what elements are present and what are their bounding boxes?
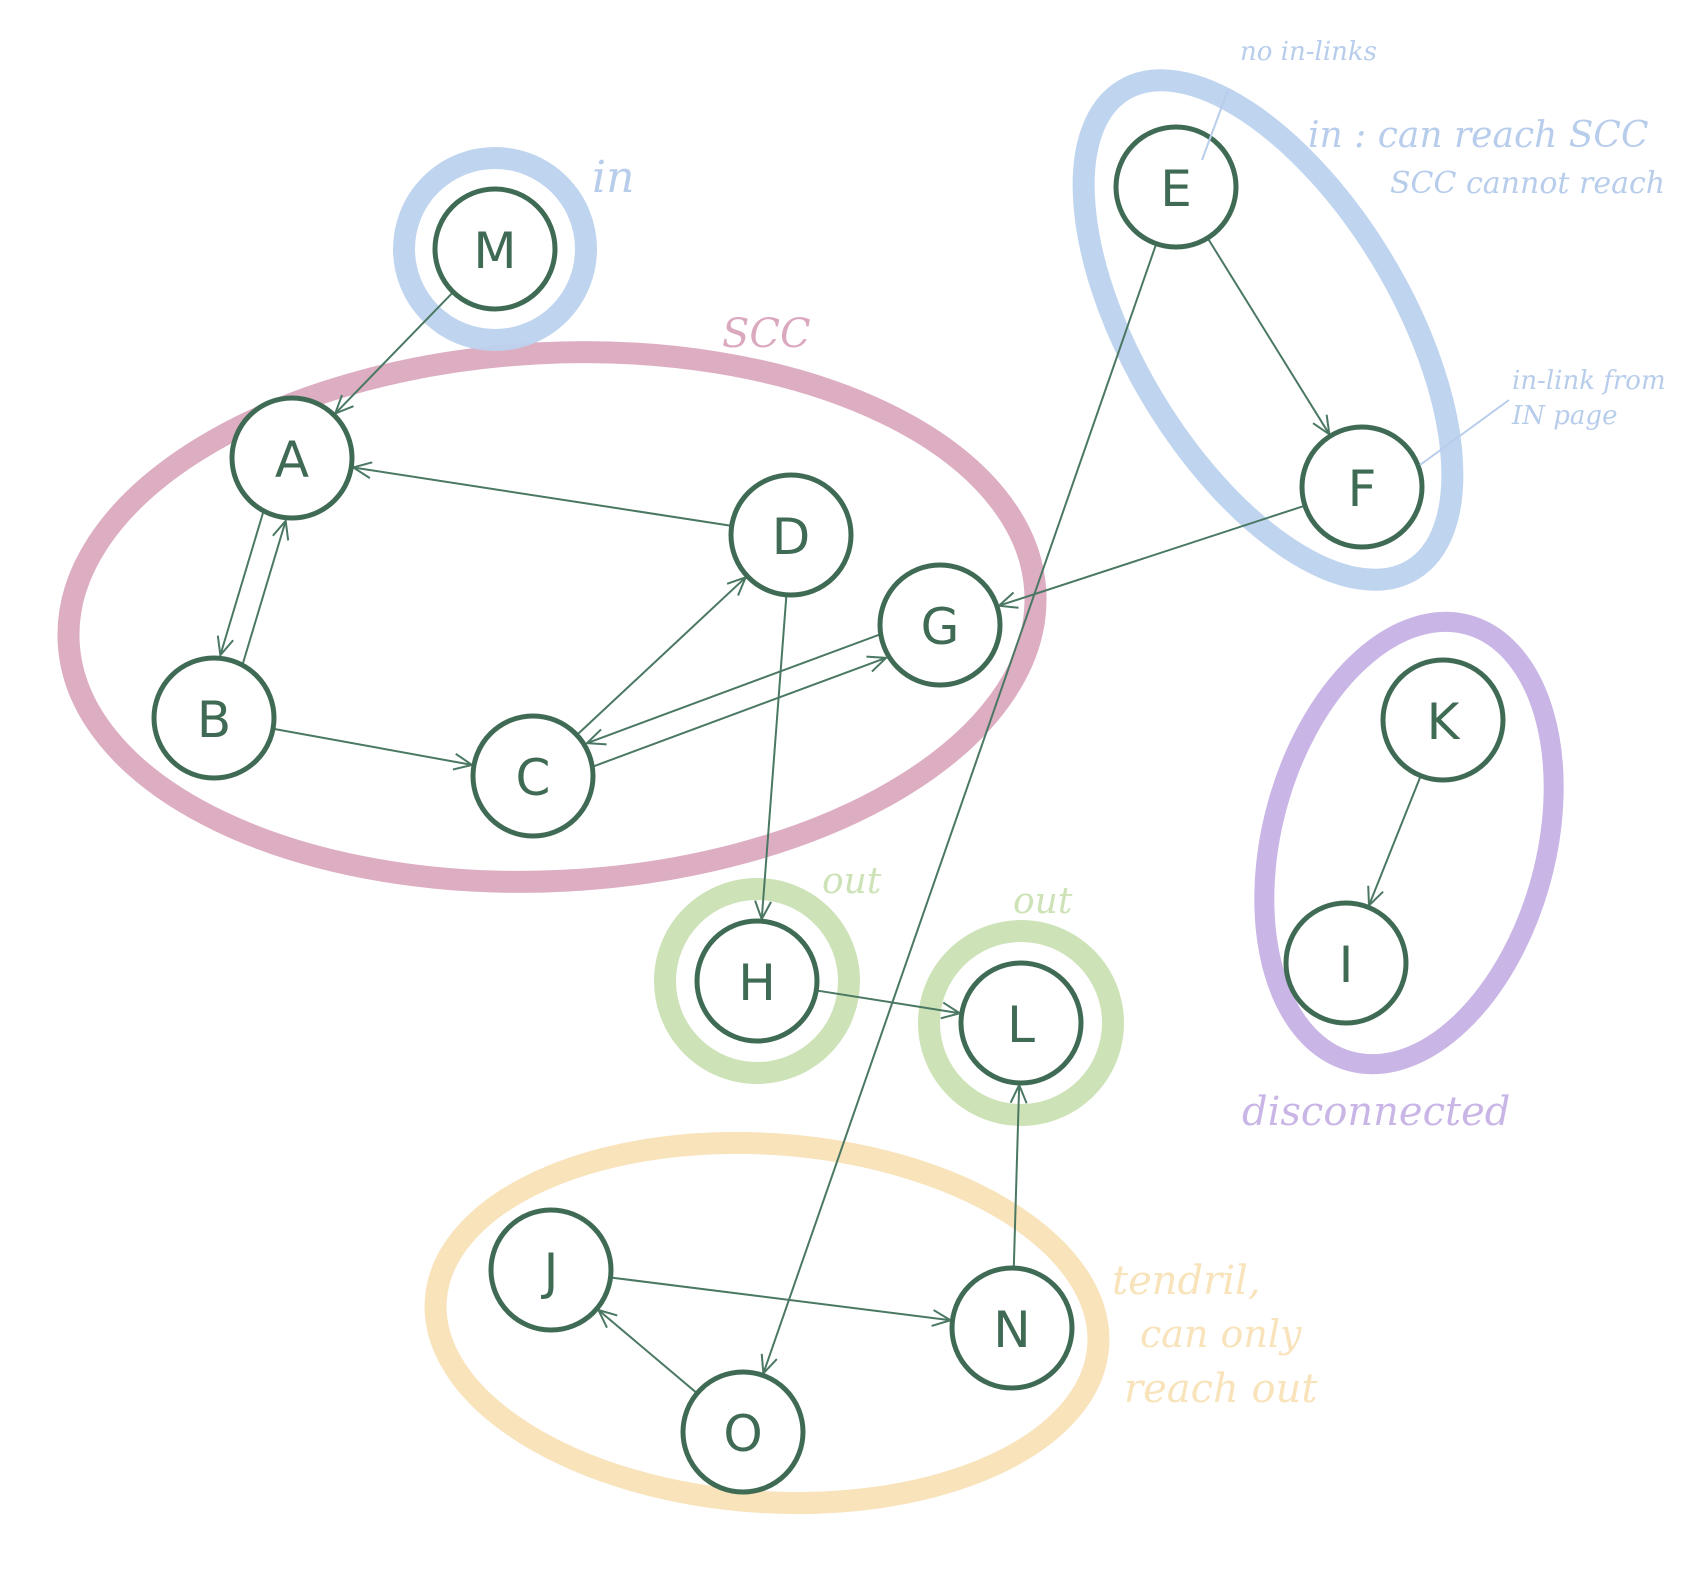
node-j-circle bbox=[488, 1207, 614, 1333]
node-k: K bbox=[1380, 657, 1506, 783]
l-out-ring bbox=[918, 920, 1124, 1126]
node-m: M bbox=[432, 186, 558, 312]
ef-in-ellipse bbox=[1072, 69, 1464, 591]
node-g-label: G bbox=[921, 598, 960, 656]
edge-b-to-a bbox=[241, 521, 286, 665]
node-n: N bbox=[949, 1265, 1075, 1391]
node-n-circle bbox=[949, 1265, 1075, 1391]
node-f-circle bbox=[1299, 424, 1425, 550]
node-e-label: E bbox=[1160, 160, 1192, 218]
node-e: E bbox=[1113, 124, 1239, 250]
node-l-label: L bbox=[1007, 996, 1035, 1054]
edge-d-to-h bbox=[762, 594, 788, 919]
node-h-label: H bbox=[738, 954, 776, 1012]
node-o: O bbox=[680, 1369, 806, 1495]
node-m-label: M bbox=[473, 222, 516, 280]
edge-a-to-b bbox=[220, 511, 265, 655]
e-note-pointer bbox=[1201, 89, 1229, 161]
node-j-label: J bbox=[541, 1243, 559, 1301]
node-i: I bbox=[1283, 900, 1409, 1026]
edge-d-to-a bbox=[353, 467, 732, 527]
edge-e-to-f bbox=[1206, 237, 1330, 434]
tendril-label-3: reach out bbox=[1124, 1366, 1318, 1412]
node-b: B bbox=[151, 655, 277, 781]
edge-h-to-l bbox=[816, 989, 960, 1013]
node-f: F bbox=[1299, 424, 1425, 550]
node-a-circle bbox=[229, 395, 355, 521]
node-c-label: C bbox=[516, 749, 551, 807]
node-b-label: B bbox=[197, 691, 231, 749]
edge-f-to-g bbox=[999, 504, 1306, 606]
nodes: A B C D E F G H I J K L M N O bbox=[151, 124, 1506, 1495]
e-note-label: no in-links bbox=[1240, 37, 1377, 67]
edge-c-to-g bbox=[593, 658, 886, 768]
node-f-label: F bbox=[1348, 460, 1377, 518]
f-note-label-2: IN page bbox=[1511, 401, 1617, 431]
ef-group-label: in : can reach SCC bbox=[1308, 115, 1649, 156]
node-d-label: D bbox=[772, 508, 811, 566]
node-d-circle bbox=[728, 472, 854, 598]
tendril-label-2: can only bbox=[1140, 1312, 1302, 1356]
edge-o-to-j bbox=[598, 1310, 698, 1395]
h-out-label: out bbox=[822, 861, 882, 902]
scc-label: SCC bbox=[722, 311, 811, 357]
node-d: D bbox=[728, 472, 854, 598]
edge-e-to-o bbox=[763, 243, 1158, 1374]
f-note-label-1: in-link from bbox=[1512, 366, 1666, 396]
tendril-label-1: tendril, bbox=[1112, 1258, 1261, 1304]
edge-c-to-d bbox=[576, 577, 746, 736]
node-l-circle bbox=[958, 960, 1084, 1086]
m-in-label: in bbox=[592, 152, 634, 203]
node-k-circle bbox=[1380, 657, 1506, 783]
edge-b-to-c bbox=[272, 727, 472, 765]
disconnected-label: disconnected bbox=[1242, 1089, 1510, 1135]
node-c-circle bbox=[470, 713, 596, 839]
node-h-circle bbox=[694, 918, 820, 1044]
node-i-label: I bbox=[1339, 936, 1354, 994]
node-a-label: A bbox=[275, 431, 309, 489]
node-g-circle bbox=[877, 562, 1003, 688]
edge-k-to-i bbox=[1369, 775, 1422, 906]
node-l: L bbox=[958, 960, 1084, 1086]
node-c: C bbox=[470, 713, 596, 839]
m-in-ring bbox=[393, 147, 597, 351]
tendril-ellipse bbox=[424, 1131, 1110, 1515]
edge-j-to-n bbox=[610, 1276, 951, 1320]
node-i-circle bbox=[1283, 900, 1409, 1026]
node-j: J bbox=[488, 1207, 614, 1333]
node-o-circle bbox=[680, 1369, 806, 1495]
edge-m-to-a bbox=[335, 291, 454, 413]
edges bbox=[220, 237, 1422, 1395]
group-highlights bbox=[57, 69, 1564, 1515]
node-n-label: N bbox=[993, 1301, 1030, 1359]
l-out-label: out bbox=[1013, 881, 1073, 922]
node-g: G bbox=[877, 562, 1003, 688]
node-a: A bbox=[229, 395, 355, 521]
disconnected-ellipse bbox=[1254, 611, 1564, 1075]
node-b-circle bbox=[151, 655, 277, 781]
edge-n-to-l bbox=[1014, 1085, 1019, 1269]
node-e-circle bbox=[1113, 124, 1239, 250]
edge-g-to-c bbox=[587, 633, 880, 744]
node-h: H bbox=[694, 918, 820, 1044]
h-out-ring bbox=[654, 878, 860, 1084]
node-k-label: K bbox=[1427, 693, 1461, 751]
node-m-circle bbox=[432, 186, 558, 312]
f-note-pointer bbox=[1419, 399, 1510, 466]
node-o-label: O bbox=[723, 1405, 762, 1463]
ef-group-label-2: SCC cannot reach bbox=[1390, 166, 1665, 201]
